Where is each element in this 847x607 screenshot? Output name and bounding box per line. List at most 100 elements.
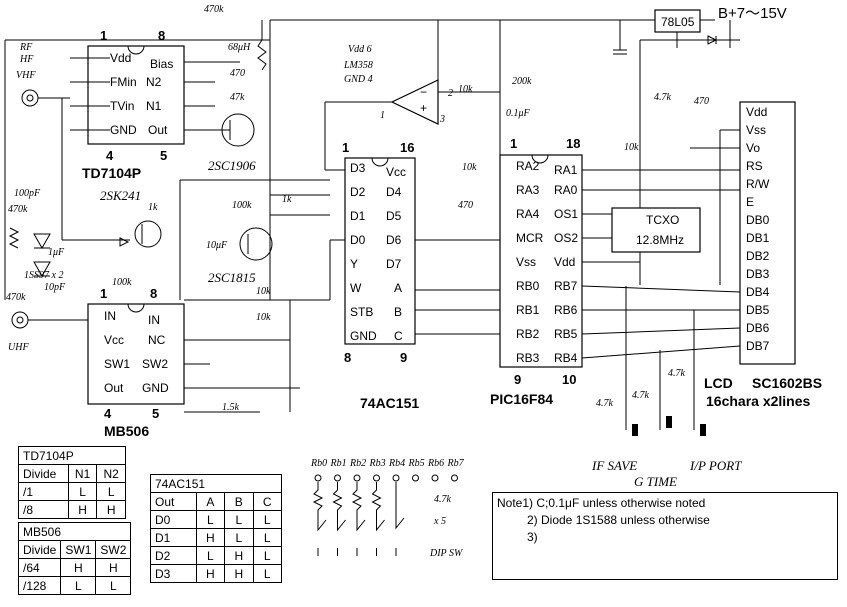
table-cell: L xyxy=(224,510,254,529)
dip-switch-icon[interactable] xyxy=(395,482,405,556)
pin-label: RA4 xyxy=(516,207,540,221)
note-line: 3) xyxy=(527,530,538,544)
dip-sw-label: DIP SW xyxy=(429,548,464,559)
pin-label: D2 xyxy=(350,185,366,199)
x5-label: x 5 xyxy=(433,516,446,527)
table-cell: H xyxy=(195,564,226,583)
table-row: /128 L L xyxy=(17,576,132,595)
pin-number: 16 xyxy=(400,140,414,155)
table-cell: D0 xyxy=(150,510,197,529)
dip-label: Rb6 xyxy=(427,458,444,469)
table-row: D0 L L L xyxy=(150,510,283,529)
pin-label: D5 xyxy=(386,209,402,223)
uhf-label: UHF xyxy=(8,342,29,353)
pin-label: SW2 xyxy=(142,357,168,371)
lcd-pin-label: Vss xyxy=(746,123,766,137)
value-label: 4.7k xyxy=(434,494,452,505)
dip-switch-icon[interactable] xyxy=(371,482,385,556)
table-cell: H xyxy=(224,564,254,583)
table-cell: L xyxy=(195,546,226,565)
pin-label: Y xyxy=(350,257,358,271)
table-header: SW2 xyxy=(95,540,132,559)
lcd-model: SC1602BS xyxy=(752,375,822,391)
ic-74ac151: 1 16 8 9 D3 D2 D1 D0 Y W STB GND Vcc D4 … xyxy=(330,140,500,411)
pin-number: 8 xyxy=(344,350,351,365)
dip-switch-icon[interactable] xyxy=(351,482,366,556)
table-cell: L xyxy=(252,510,283,529)
table-cell: /128 xyxy=(17,576,62,595)
table-cell: L xyxy=(252,564,283,583)
dip-switch-icon[interactable] xyxy=(312,482,327,556)
table-74ac151: 74AC151 Out A B C D0 L L L D1 H L L D2 L… xyxy=(150,474,283,583)
pin-label: TVin xyxy=(110,99,134,113)
pin-label: RA0 xyxy=(554,183,578,197)
lcd-module: Vdd Vss Vo RS R/W E DB0 DB1 DB2 DB3 DB4 … xyxy=(690,101,822,409)
mb506-name: MB506 xyxy=(104,423,149,439)
pin-label: RB2 xyxy=(516,327,540,341)
pin-label: D1 xyxy=(350,209,366,223)
lcd-pin-label: DB1 xyxy=(746,231,770,245)
lcd-pin-label: Vo xyxy=(746,141,760,155)
value-label: 4.7k xyxy=(632,390,650,401)
table-cell: /1 xyxy=(18,482,69,501)
lcd-pin-label: DB2 xyxy=(746,249,770,263)
pin-label: STB xyxy=(350,305,373,319)
tcxo: TCXO 12.8MHz xyxy=(611,207,701,253)
table-cell: L xyxy=(252,528,283,547)
table-cell: D1 xyxy=(150,528,197,547)
pin-number: 10 xyxy=(562,372,576,387)
value-label: 1.5k xyxy=(222,402,240,413)
pin-label: RB0 xyxy=(516,279,540,293)
lcd-pin-label: DB0 xyxy=(746,213,770,227)
switch-icon xyxy=(700,424,706,436)
svg-text:−: − xyxy=(420,85,427,99)
table-row: D2 L H L xyxy=(150,546,283,565)
table-cell: /8 xyxy=(18,500,69,519)
table-header: C xyxy=(252,492,283,511)
dip-terminal-icon xyxy=(412,474,419,482)
switch-icon xyxy=(666,416,672,428)
ic-pic16f84: 1 18 9 10 RA2 RA3 RA4 MCR Vss RB0 RB1 RB… xyxy=(490,92,741,407)
pin-label: D4 xyxy=(386,185,402,199)
lcd-pin-label: DB7 xyxy=(746,339,770,353)
dip-terminal-icon xyxy=(431,474,439,482)
pin-label: D6 xyxy=(386,233,402,247)
transistor-2sc1815-icon xyxy=(239,227,273,261)
lcd-pin-label: Vdd xyxy=(746,105,767,119)
opamp-vdd-label: Vdd 6 xyxy=(348,44,372,55)
table-header: SW1 xyxy=(60,540,97,559)
tcxo-freq: 12.8MHz xyxy=(636,233,684,247)
value-label: 1k xyxy=(148,202,158,213)
dip-label: Rb2 xyxy=(349,458,366,469)
table-cell: H xyxy=(60,558,97,577)
notes-box: Note1) C;0.1μF unless otherwise noted 2)… xyxy=(492,492,838,580)
value-label: 10pF xyxy=(44,282,66,293)
dip-label: Rb0 xyxy=(310,458,327,469)
pin-number: 1 xyxy=(342,140,349,155)
value-label: 4.7k xyxy=(596,398,614,409)
lcd-pin-label: DB4 xyxy=(746,285,770,299)
opamp: − + Vdd 6 LM358 GND 4 1 2 3 10k 200k 0.1… xyxy=(324,20,532,265)
pin-label: Vdd xyxy=(110,51,131,65)
pin-label: GND xyxy=(110,123,137,137)
pin-label: IN xyxy=(148,313,160,327)
pin-number: 1 xyxy=(380,110,385,121)
lcd-pin-label: E xyxy=(746,195,754,209)
value-label: 10k xyxy=(256,312,271,323)
value-label: 470k xyxy=(6,292,26,303)
pin-number: 9 xyxy=(514,372,521,387)
pin-label: Vdd xyxy=(554,255,575,269)
table-row: D3 H H L xyxy=(150,564,283,583)
dip-terminal-icon xyxy=(334,474,341,482)
table-cell: L xyxy=(95,576,132,595)
dip-terminal-icon xyxy=(353,474,361,482)
table-header: N2 xyxy=(96,464,126,483)
pin-number: 18 xyxy=(566,136,580,151)
pin-label: D0 xyxy=(350,233,366,247)
value-label: 10k xyxy=(458,84,473,95)
dip-terminal-icon xyxy=(314,474,322,482)
dip-switch-icon[interactable] xyxy=(332,482,346,556)
pin-number: 5 xyxy=(160,148,167,163)
vhf-jack-icon xyxy=(21,89,39,107)
